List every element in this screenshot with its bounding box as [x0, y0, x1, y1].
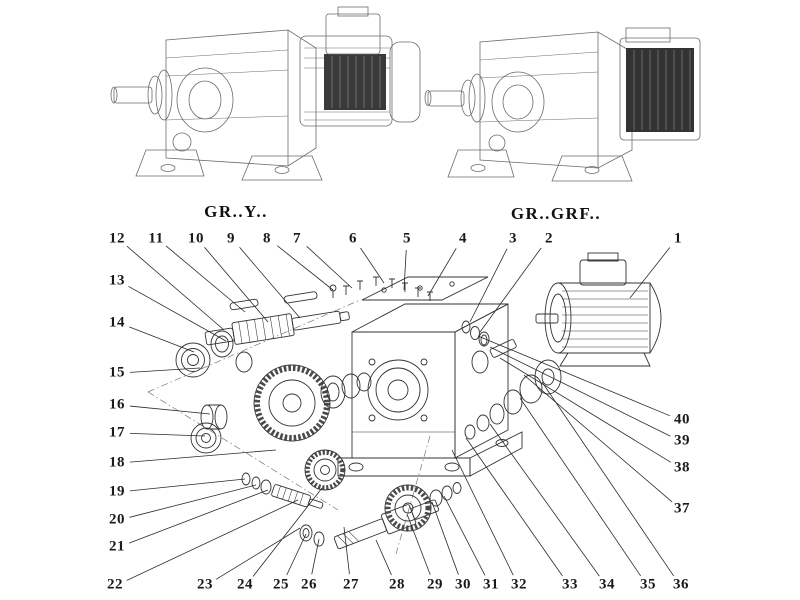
part-callout-30: 30 — [455, 576, 471, 593]
part-callout-25: 25 — [273, 576, 289, 593]
part-callout-17: 17 — [109, 424, 125, 441]
retaining-ring-part — [235, 351, 253, 373]
part-callout-36: 36 — [673, 576, 689, 593]
bearing-ring-cluster — [320, 372, 372, 409]
part-callout-40: 40 — [674, 411, 690, 428]
assembled-gearmotor-right-drawing — [424, 27, 701, 182]
part-callout-18: 18 — [109, 454, 125, 471]
part-callout-27: 27 — [343, 576, 359, 593]
part-callout-9: 9 — [227, 230, 235, 247]
part-callout-38: 38 — [674, 459, 690, 476]
part-callout-28: 28 — [389, 576, 405, 593]
helical-gear-part — [253, 364, 331, 442]
part-callout-3: 3 — [509, 230, 517, 247]
part-callout-20: 20 — [109, 511, 125, 528]
part-callout-37: 37 — [674, 500, 690, 517]
part-callout-1: 1 — [674, 230, 682, 247]
part-callout-22: 22 — [107, 576, 123, 593]
part-callout-31: 31 — [483, 576, 499, 593]
part-callout-7: 7 — [293, 230, 301, 247]
part-callout-21: 21 — [109, 538, 125, 555]
part-callout-35: 35 — [640, 576, 656, 593]
part-callout-12: 12 — [109, 230, 125, 247]
part-callout-4: 4 — [459, 230, 467, 247]
part-callout-19: 19 — [109, 483, 125, 500]
model-label-left: GR..Y.. — [204, 202, 268, 221]
part-callout-15: 15 — [109, 364, 125, 381]
part-callout-24: 24 — [237, 576, 253, 593]
part-callout-16: 16 — [109, 396, 125, 413]
part-callout-5: 5 — [403, 230, 411, 247]
model-label-right: GR..GRF.. — [510, 204, 602, 223]
part-callout-11: 11 — [148, 230, 164, 247]
part-callout-14: 14 — [109, 314, 125, 331]
part-callout-2: 2 — [545, 230, 553, 247]
part-callout-29: 29 — [427, 576, 443, 593]
part-callout-23: 23 — [197, 576, 213, 593]
part-callout-8: 8 — [263, 230, 271, 247]
part-callout-39: 39 — [674, 432, 690, 449]
assembled-gearmotor-left-drawing — [110, 6, 421, 181]
part-callout-13: 13 — [109, 272, 125, 289]
part-callout-34: 34 — [599, 576, 615, 593]
part-callout-33: 33 — [562, 576, 578, 593]
part-callout-32: 32 — [511, 576, 527, 593]
part-callout-26: 26 — [301, 576, 317, 593]
part-callout-6: 6 — [349, 230, 357, 247]
part-callout-10: 10 — [188, 230, 204, 247]
